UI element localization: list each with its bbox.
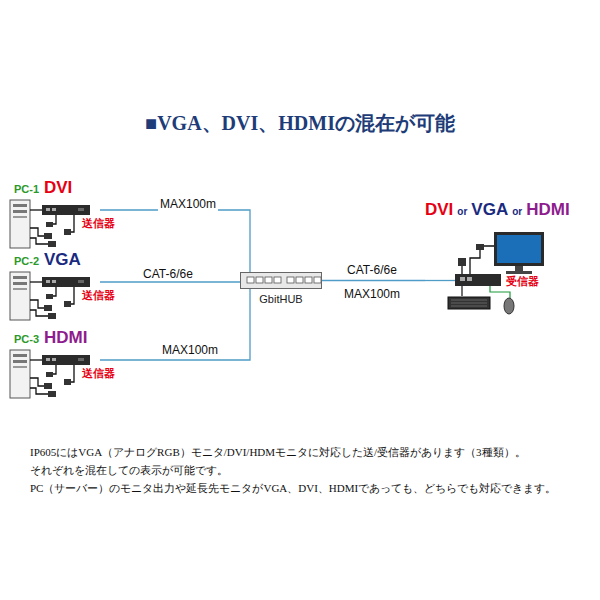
device-label: 受信器	[506, 274, 539, 289]
signal-heading: DVI or VGA or HDMI	[425, 200, 570, 220]
edge-label: CAT-6/6e	[345, 263, 399, 277]
signal-type: HDMI	[526, 200, 569, 220]
pc-transmitter-group: PC-3HDMI送信器	[8, 330, 100, 402]
edge-label: MAX100m	[158, 197, 218, 211]
device-label: 送信器	[82, 216, 115, 231]
signal-type: DVI	[425, 200, 453, 220]
or-word: or	[512, 206, 522, 217]
cable-line	[100, 210, 250, 272]
pc-transmitter-group: PC-2VGA送信器	[8, 252, 100, 324]
receiver-group: DVI or VGA or HDMI 受信器	[425, 200, 590, 320]
pc-name: PC-2	[14, 255, 39, 267]
signal-type: VGA	[44, 250, 81, 270]
note-text: IP605にはVGA（アナログRGB）モニタ/DVI/HDMモニタに対応した送/…	[30, 445, 526, 460]
note-text: PC（サーバー）のモニタ出力や延長先モニタがVGA、DVI、HDMIであっても、…	[30, 481, 556, 496]
signal-type: VGA	[471, 200, 508, 220]
signal-type: HDMI	[44, 328, 87, 348]
note-text: それぞれを混在しての表示が可能です。	[30, 463, 228, 478]
cable-line	[100, 289, 250, 360]
cable-line	[100, 281, 240, 282]
pc-name: PC-3	[14, 333, 39, 345]
device-label: 送信器	[82, 366, 115, 381]
or-word: or	[457, 206, 467, 217]
pc-transmitter-group: PC-1DVI送信器	[8, 180, 100, 252]
edge-label: MAX100m	[160, 343, 220, 357]
length-label: MAX100m	[344, 287, 400, 301]
device-label: 送信器	[82, 288, 115, 303]
hub-ports	[241, 273, 321, 288]
signal-type: DVI	[44, 178, 72, 198]
title: ■VGA、DVI、HDMIの混在が可能	[145, 110, 455, 137]
hub-box: GbitHUB	[240, 272, 322, 289]
edge-label: CAT-6/6e	[141, 267, 195, 281]
hub-label: GbitHUB	[259, 293, 302, 305]
pc-name: PC-1	[14, 183, 39, 195]
cable-line	[322, 280, 425, 281]
